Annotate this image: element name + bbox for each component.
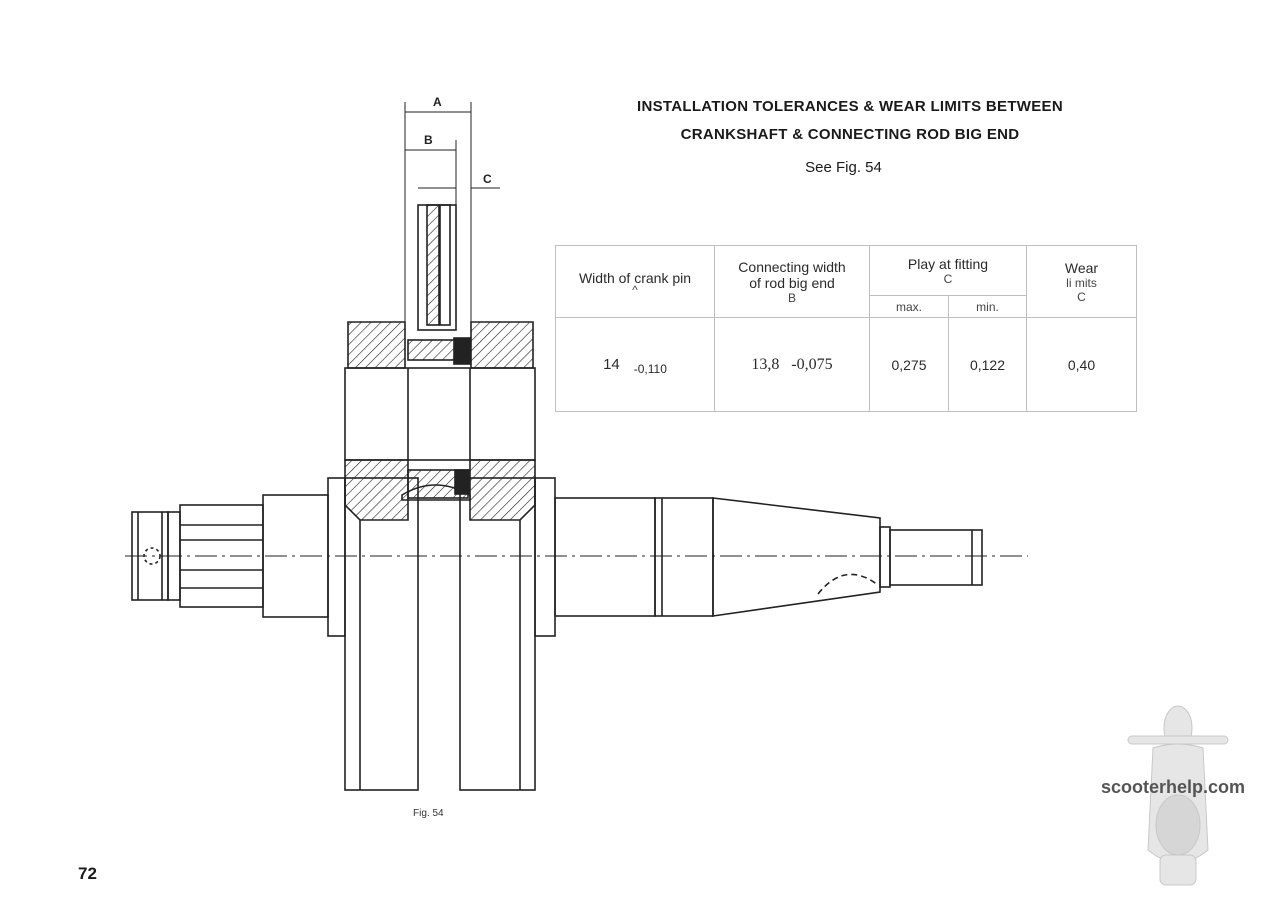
rod-width-nominal: 13,8 [751, 355, 780, 373]
watermark-text: scooterhelp.com [1101, 777, 1246, 797]
header-play-label: Play at fitting [907, 255, 989, 272]
crank-pin-tolerance: -0,110 [633, 362, 667, 376]
page-title-line-1: INSTALLATION TOLERANCES & WEAR LIMITS BE… [637, 98, 1063, 115]
dimension-a-label: A [433, 95, 442, 109]
tolerance-table: Width of crank pin ^ Connecting width of… [555, 245, 1137, 412]
header-wear-line-1: Wear [1064, 259, 1099, 276]
cell-play-max: 0,275 [869, 317, 949, 412]
header-crank-pin-label: Width of crank pin [578, 269, 692, 286]
header-wear-limits: Wear li mits C [1026, 245, 1137, 318]
header-crank-pin-symbol: ^ [632, 282, 638, 297]
rod-width-tolerance: -0,075 [791, 355, 833, 373]
figure-reference: See Fig. 54 [805, 159, 882, 176]
header-rod-width-symbol: B [787, 290, 796, 305]
figure-caption: Fig. 54 [413, 808, 444, 819]
dimension-b-label: B [424, 133, 433, 147]
header-play-max: max. [869, 295, 949, 318]
page-title-line-2: CRANKSHAFT & CONNECTING ROD BIG END [680, 126, 1020, 143]
cell-crank-pin-width: 14 -0,110 [555, 317, 715, 412]
header-crank-pin-width: Width of crank pin ^ [555, 245, 715, 318]
cell-wear-limit: 0,40 [1026, 317, 1137, 412]
header-play-symbol: C [943, 271, 953, 286]
cell-rod-width: 13,8 -0,075 [714, 317, 870, 412]
crank-pin-nominal: 14 [603, 356, 620, 373]
header-rod-width-line-2: of rod big end [749, 274, 835, 291]
header-rod-width-line-1: Connecting width [738, 258, 846, 275]
scooter-logo-watermark [1127, 705, 1229, 886]
dimension-c-label: C [483, 172, 492, 186]
header-wear-line-2: li mits [1066, 275, 1097, 290]
header-rod-width: Connecting width of rod big end B [714, 245, 870, 318]
page-number: 72 [78, 864, 97, 883]
header-wear-symbol: C [1077, 289, 1086, 304]
